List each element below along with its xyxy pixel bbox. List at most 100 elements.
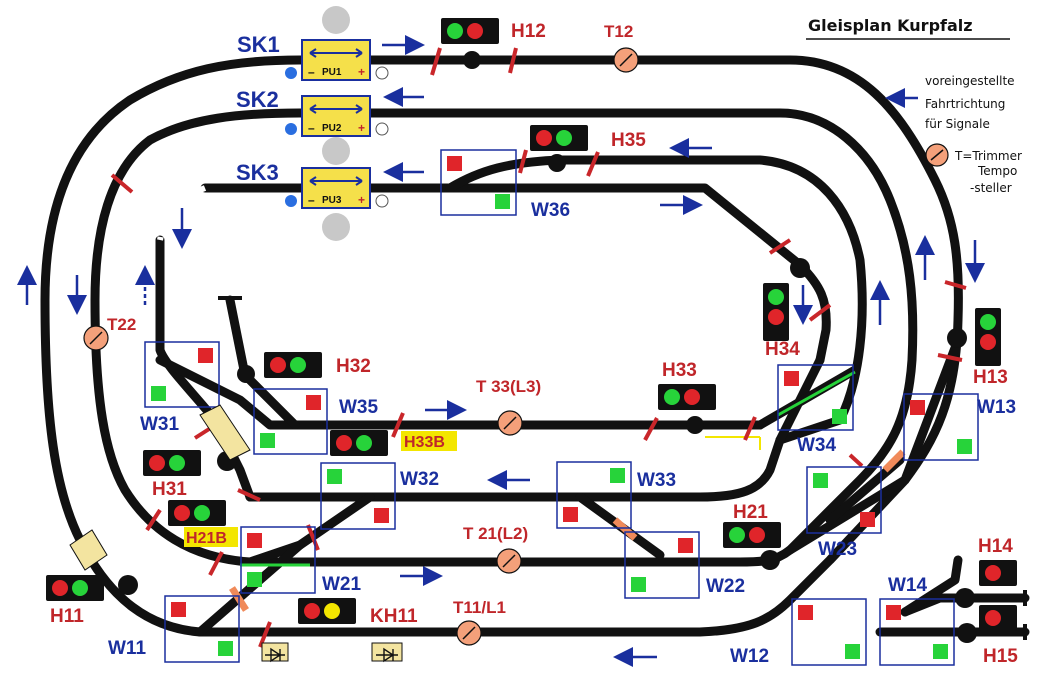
trimmer-t33[interactable] (497, 410, 523, 436)
diagram-title: Gleisplan Kurpfalz (808, 16, 973, 35)
indicator-dot-white (375, 194, 389, 208)
signal-lamp-red (52, 580, 68, 596)
trimmer-label-t21: T 21(L2) (463, 524, 528, 543)
signal-heads (46, 18, 1017, 631)
signal-h33[interactable] (658, 384, 716, 410)
switch-boxes (144, 149, 979, 666)
signal-h12[interactable] (441, 18, 499, 44)
signal-h21b[interactable] (168, 500, 226, 526)
diode-boxes (69, 404, 403, 662)
switch-state-red (247, 533, 262, 548)
trimmer-label-t11: T11/L1 (453, 598, 506, 617)
signal-h13[interactable] (975, 308, 1001, 366)
signal-h21[interactable] (723, 522, 781, 548)
switch-box-w14[interactable] (879, 598, 955, 666)
switch-state-red (784, 371, 799, 386)
switch-state-red (678, 538, 693, 553)
trimmer-t11[interactable] (456, 620, 482, 646)
trimmer-t21[interactable] (496, 548, 522, 574)
labels: Gleisplan Kurpfalz voreingestellte Fahrt… (50, 16, 1022, 667)
signal-h15[interactable] (979, 605, 1017, 631)
signal-h11[interactable] (46, 575, 104, 601)
switch-box-w36[interactable] (440, 149, 517, 216)
signal-lamp-green (768, 289, 784, 305)
trimmer-t12[interactable] (613, 47, 639, 73)
switch-box-w21[interactable] (240, 526, 316, 594)
diode-symbols (265, 647, 398, 663)
signal-label-h21b: H21B (186, 530, 227, 547)
legend-trimmer-1: T=Trimmer (954, 149, 1022, 163)
switch-box-w13[interactable] (903, 393, 979, 461)
switch-state-green (151, 386, 166, 401)
signal-lamp-red (467, 23, 483, 39)
switch-box-w31[interactable] (144, 341, 220, 408)
switch-label-w36: W36 (531, 200, 570, 221)
switch-state-green (957, 439, 972, 454)
signal-lamp-green (729, 527, 745, 543)
switch-box-w34[interactable] (777, 364, 854, 431)
switch-state-red (447, 156, 462, 171)
siding-label-sk2: SK2 (236, 87, 279, 112)
signal-lamp-red (768, 309, 784, 325)
signal-lamp-green (356, 435, 372, 451)
switch-state-red (860, 512, 875, 527)
switch-box-w11[interactable] (164, 595, 240, 663)
siding-plus: + (358, 193, 365, 207)
track-loop-2 (90, 108, 918, 567)
junction-dots (118, 51, 977, 643)
switch-box-w33[interactable] (556, 461, 632, 529)
switch-label-w31: W31 (140, 414, 180, 435)
indicator-dot-white (375, 66, 389, 80)
switch-box-w22[interactable] (624, 531, 700, 599)
signal-h35[interactable] (530, 125, 588, 151)
switch-box-w32[interactable] (320, 462, 396, 530)
switch-state-green (631, 577, 646, 592)
track-w14-diag (900, 555, 963, 617)
indicator-dot-white (375, 122, 389, 136)
indicator-dot-blue (285, 67, 297, 79)
signal-lamp-red (980, 334, 996, 350)
switch-label-w11: W11 (108, 638, 146, 659)
switch-state-green (832, 409, 847, 424)
switch-box-w35[interactable] (253, 388, 328, 455)
track-w21-diag (195, 540, 305, 637)
switch-box-w12[interactable] (791, 598, 867, 666)
trimmer-label-t12: T12 (604, 22, 633, 41)
signal-lamp-green (169, 455, 185, 471)
siding-label-sk1: SK1 (237, 32, 280, 57)
signal-label-h12: H12 (511, 21, 546, 42)
switch-state-green (845, 644, 860, 659)
siding-minus: – (308, 65, 315, 79)
signal-h32[interactable] (264, 352, 322, 378)
signal-label-h35: H35 (611, 130, 646, 151)
track-loop-3-top (445, 155, 867, 445)
signal-lamp-green (556, 130, 572, 146)
signal-lamp-red (270, 357, 286, 373)
signal-lamp-red (336, 435, 352, 451)
siding-pu-box-3: –PU3+ (285, 167, 389, 209)
signal-lamp-red (536, 130, 552, 146)
signal-label-h31: H31 (152, 479, 187, 500)
signal-h34[interactable] (763, 283, 789, 341)
gaps (110, 47, 967, 648)
switch-label-w22: W22 (706, 576, 745, 597)
signal-h31[interactable] (143, 450, 201, 476)
siding-pu-label: PU2 (322, 123, 342, 134)
switch-state-red (306, 395, 321, 410)
signal-lamp-red (304, 603, 320, 619)
signal-h33b[interactable] (330, 430, 388, 456)
switch-box-w23[interactable] (806, 466, 882, 534)
signal-lamp-yellow (324, 603, 340, 619)
signal-h14[interactable] (979, 560, 1017, 586)
trimmer-t22[interactable] (83, 325, 109, 351)
switch-state-red (198, 348, 213, 363)
switch-state-green (327, 469, 342, 484)
legend-line-1: voreingestellte (925, 74, 1015, 88)
direction-arrows (17, 35, 985, 667)
signal-label-h13: H13 (973, 367, 1008, 388)
signal-label-kh11: KH11 (370, 606, 418, 627)
signal-label-h11: H11 (50, 606, 84, 627)
signal-kh11[interactable] (298, 598, 356, 624)
siding-pu-label: PU1 (322, 67, 342, 78)
switch-label-w21: W21 (322, 574, 362, 595)
